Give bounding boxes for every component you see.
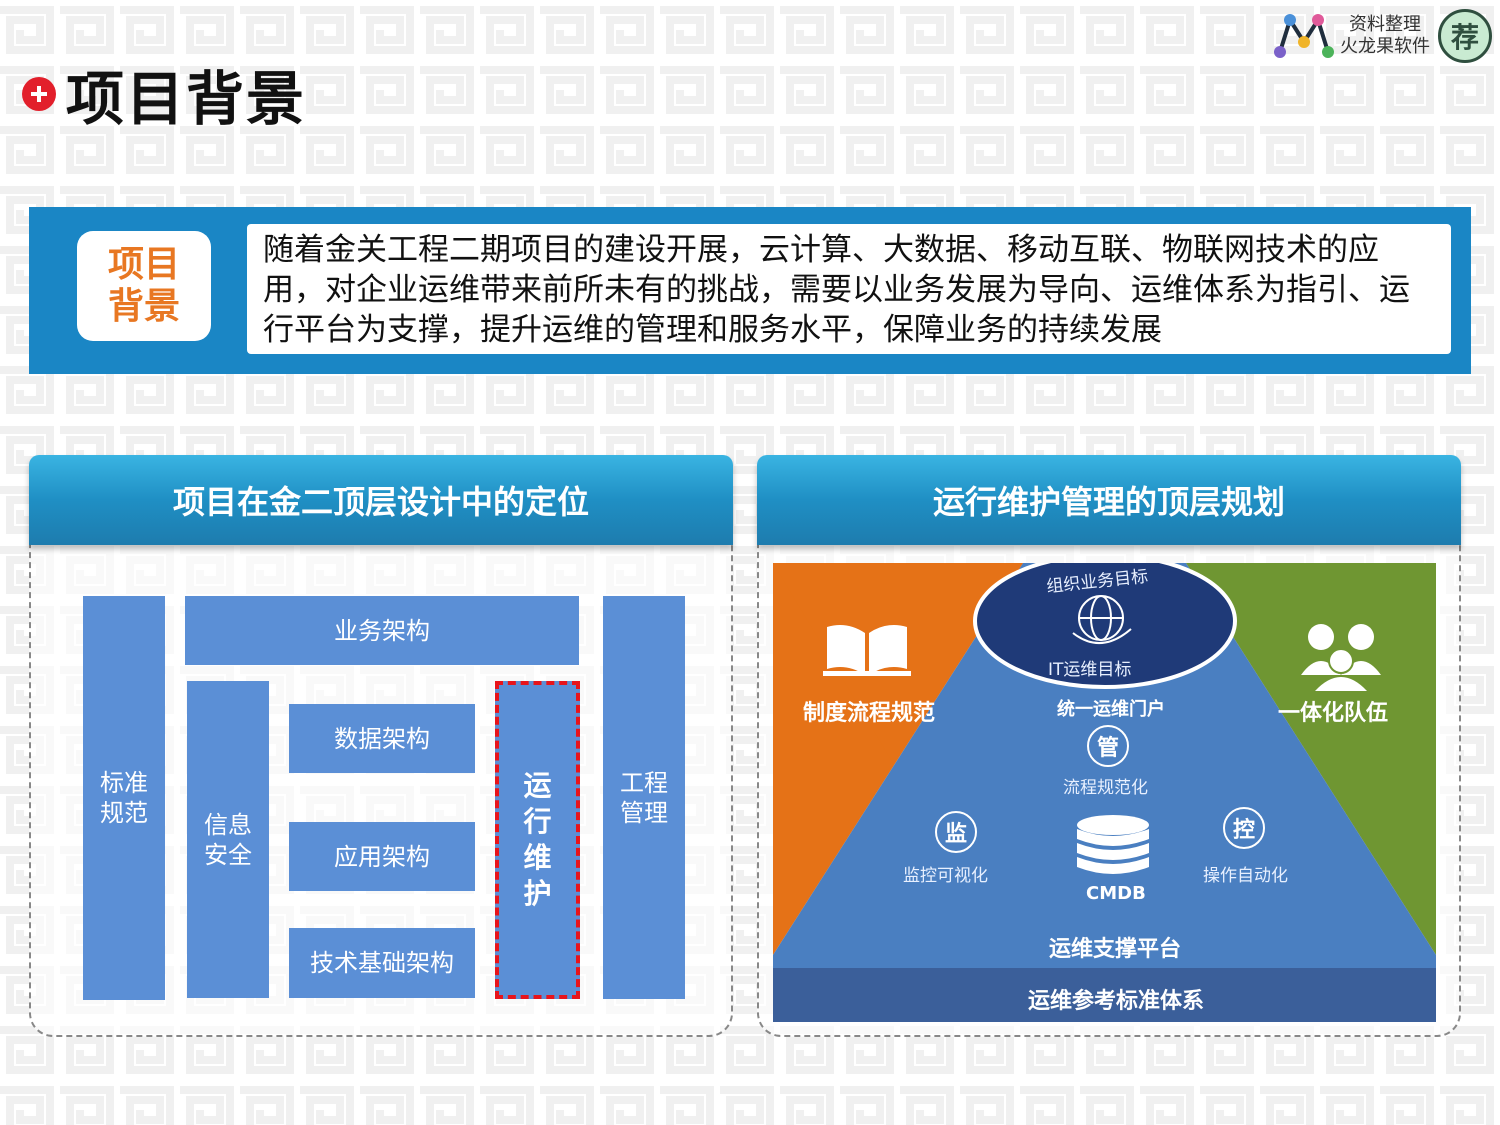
globe-icon bbox=[1072, 595, 1132, 645]
brand-text: 资料整理 火龙果软件 bbox=[1340, 14, 1430, 58]
block-operations-char-3: 维 bbox=[523, 841, 552, 874]
goal-bottom-label: IT运维目标 bbox=[1048, 660, 1132, 680]
planning-panel: 运行维护管理的顶层规划 bbox=[757, 455, 1461, 1037]
manage-badge: 管 bbox=[1087, 725, 1129, 767]
block-engineering: 工程 管理 bbox=[603, 596, 685, 999]
recommend-badge: 荐 bbox=[1438, 9, 1492, 63]
cmdb-database-icon bbox=[1077, 815, 1149, 874]
block-technology: 技术基础架构 bbox=[289, 928, 475, 998]
background-section: 项目 背景 随着金关工程二期项目的建设开展，云计算、大数据、移动互联、物联网技术… bbox=[29, 207, 1471, 374]
manage-label: 流程规范化 bbox=[1063, 778, 1148, 798]
standard-system-label: 运维参考标准体系 bbox=[1028, 989, 1205, 1014]
page-title: 项目背景 bbox=[66, 65, 307, 133]
team-icon bbox=[1301, 624, 1381, 691]
brand-line-2: 火龙果软件 bbox=[1340, 36, 1430, 57]
positioning-panel-title: 项目在金二顶层设计中的定位 bbox=[29, 455, 733, 545]
brand: 资料整理 火龙果软件 荐 bbox=[1272, 8, 1492, 64]
control-badge: 控 bbox=[1223, 807, 1265, 849]
monitor-badge: 监 bbox=[935, 811, 977, 853]
page-header: 项目背景 bbox=[22, 52, 306, 136]
block-security-line-1: 信息 bbox=[204, 810, 252, 839]
goal-ellipse bbox=[973, 563, 1237, 689]
standard-bar bbox=[773, 968, 1436, 1022]
planning-panel-title: 运行维护管理的顶层规划 bbox=[757, 455, 1461, 545]
block-operations-char-2: 行 bbox=[523, 805, 552, 838]
plus-icon bbox=[22, 77, 56, 111]
book-icon bbox=[823, 625, 911, 676]
planning-diagram: 组织业务目标 IT运维目标 制度流程规范 一体化队伍 统一运维门户 管 流程规范… bbox=[773, 563, 1436, 1022]
block-operations: 运 行 维 护 bbox=[495, 681, 580, 999]
background-label: 项目 背景 bbox=[77, 231, 211, 341]
team-label: 一体化队伍 bbox=[1278, 701, 1389, 726]
brand-line-1: 资料整理 bbox=[1349, 14, 1421, 35]
block-operations-char-1: 运 bbox=[523, 769, 552, 802]
block-data: 数据架构 bbox=[289, 704, 475, 773]
process-label: 制度流程规范 bbox=[803, 701, 936, 726]
block-security-line-2: 安全 bbox=[204, 840, 252, 869]
background-label-line-1: 项目 bbox=[107, 244, 180, 285]
block-standard-line-1: 标准 bbox=[100, 769, 148, 797]
brand-logo-icon bbox=[1274, 14, 1334, 58]
block-standard-line-2: 规范 bbox=[100, 799, 148, 827]
block-standard: 标准 规范 bbox=[83, 596, 165, 1000]
background-label-line-2: 背景 bbox=[107, 286, 180, 327]
block-business: 业务架构 bbox=[185, 596, 579, 665]
block-operations-char-4: 护 bbox=[523, 877, 552, 910]
positioning-panel: 项目在金二顶层设计中的定位 bbox=[29, 455, 733, 1037]
control-label: 操作自动化 bbox=[1203, 866, 1288, 886]
block-engineering-line-1: 工程 bbox=[620, 768, 668, 797]
background-text: 随着金关工程二期项目的建设开展，云计算、大数据、移动互联、物联网技术的应用，对企… bbox=[247, 224, 1451, 354]
monitor-label: 监控可视化 bbox=[903, 866, 988, 886]
block-application: 应用架构 bbox=[289, 822, 475, 891]
block-security: 信息 安全 bbox=[187, 681, 269, 998]
block-engineering-line-2: 管理 bbox=[620, 798, 668, 827]
platform-label: 运维支撑平台 bbox=[1049, 937, 1182, 962]
cmdb-label: CMDB bbox=[1086, 883, 1146, 904]
portal-label: 统一运维门户 bbox=[1057, 699, 1165, 720]
